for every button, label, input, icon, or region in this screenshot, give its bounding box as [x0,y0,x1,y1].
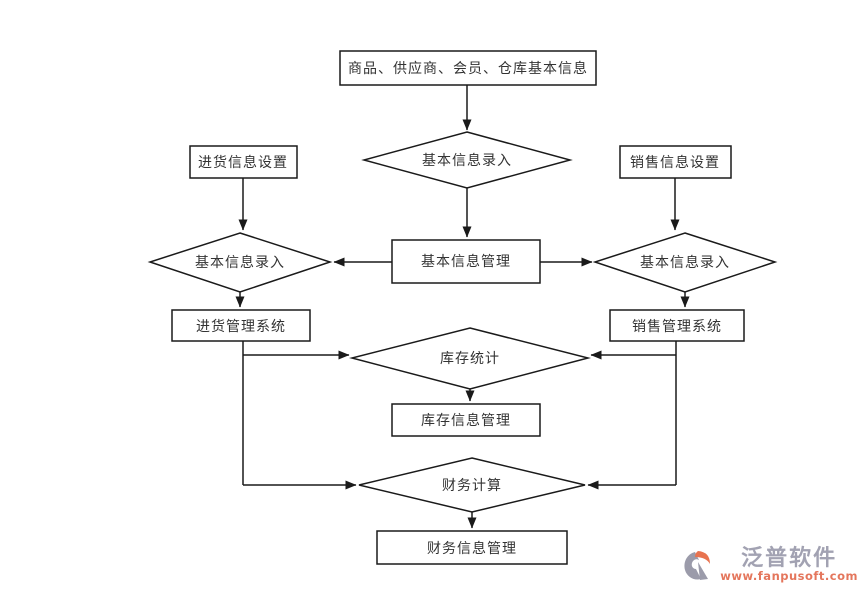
node-purchase-system-label: 进货管理系统 [196,318,286,335]
node-top-info: 商品、供应商、会员、仓库基本信息 [339,50,597,86]
node-purchase-settings: 进货信息设置 [189,145,298,179]
node-inventory-mgmt-label: 库存信息管理 [421,412,511,429]
fanpu-brand-text: 泛普软件 [741,546,838,571]
fanpu-watermark: 泛普软件 www.fanpusoft.com [680,547,858,585]
node-finance-calc-label: 财务计算 [442,478,502,494]
node-entry-left-label: 基本信息录入 [195,254,285,271]
node-entry-top: 基本信息录入 [361,131,573,189]
fanpu-logo-icon [684,551,711,580]
node-finance-mgmt-label: 财务信息管理 [427,540,517,557]
node-purchase-settings-label: 进货信息设置 [198,154,288,171]
node-sales-system-label: 销售管理系统 [632,319,722,335]
node-entry-right-label: 基本信息录入 [640,254,730,271]
node-finance-mgmt: 财务信息管理 [376,530,568,565]
fanpu-url-text: www.fanpusoft.com [720,569,858,584]
node-sales-system: 销售管理系统 [609,309,745,342]
node-inventory-stats-label: 库存统计 [440,351,500,367]
edge-purchasesystem-branch [242,341,357,490]
node-entry-right: 基本信息录入 [592,232,778,293]
node-top-info-label: 商品、供应商、会员、仓库基本信息 [348,60,588,77]
node-entry-top-label: 基本信息录入 [422,152,512,169]
node-entry-left: 基本信息录入 [147,232,333,293]
edge-salessystem-branch [587,341,677,490]
node-inventory-mgmt: 库存信息管理 [391,403,541,437]
node-basic-mgmt-label: 基本信息管理 [421,253,511,270]
node-purchase-system: 进货管理系统 [171,309,311,342]
node-sales-settings: 销售信息设置 [619,145,732,179]
node-sales-settings-label: 销售信息设置 [630,154,720,171]
node-finance-calc: 财务计算 [358,457,586,513]
node-basic-mgmt: 基本信息管理 [391,239,541,284]
node-inventory-stats: 库存统计 [349,327,591,390]
